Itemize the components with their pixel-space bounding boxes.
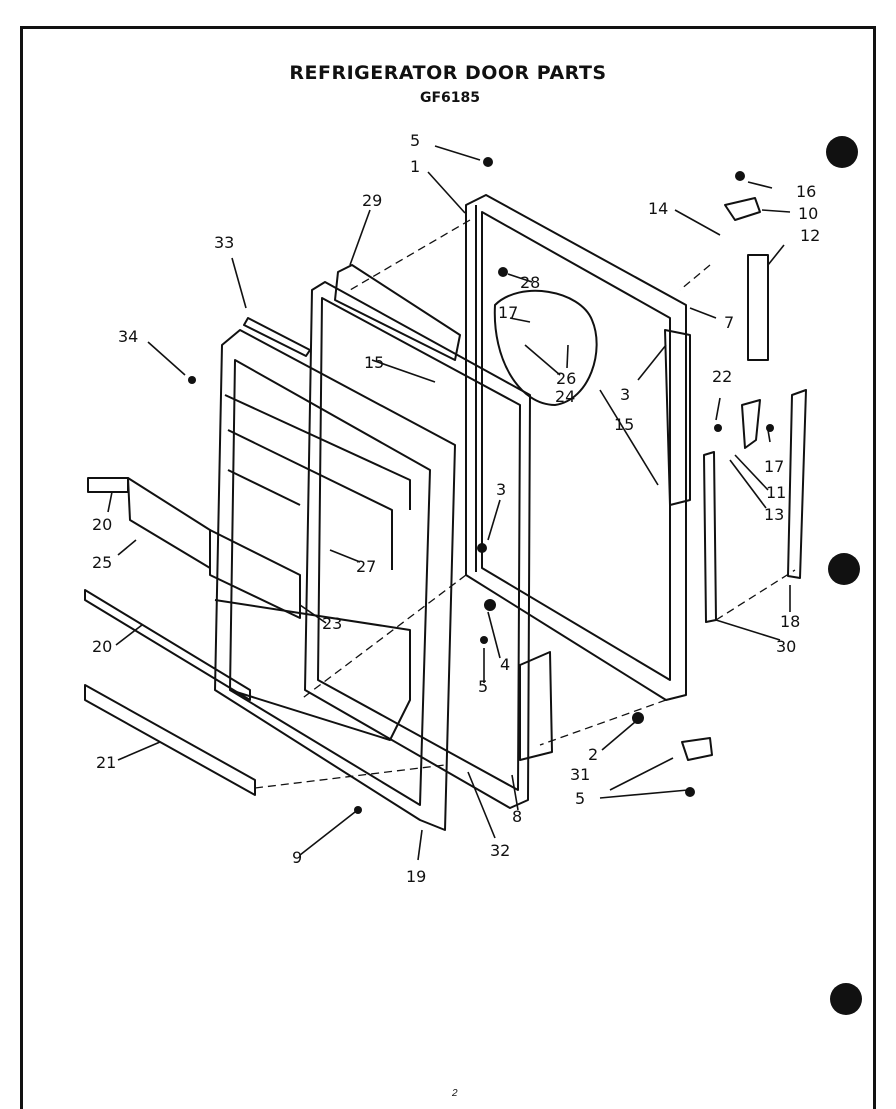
- callout-10: 10: [798, 204, 818, 223]
- callout-3-lower: 3: [496, 480, 506, 499]
- callout-15-panel: 15: [614, 415, 634, 434]
- model-number: GF6185: [420, 90, 481, 106]
- callout-4: 4: [500, 655, 510, 674]
- callout-14: 14: [648, 199, 668, 218]
- callout-32: 32: [490, 841, 510, 860]
- binder-hole-top: [826, 136, 858, 168]
- callout-22: 22: [712, 367, 732, 386]
- callout-20-upper: 20: [92, 515, 112, 534]
- callout-9: 9: [292, 848, 302, 867]
- lower-hinge-31: [681, 737, 713, 761]
- cutaway-detail: [493, 289, 598, 406]
- callout-19: 19: [406, 867, 426, 886]
- diagram-title: REFRIGERATOR DOOR PARTS: [289, 62, 607, 84]
- callout-12: 12: [800, 226, 820, 245]
- door-liner: [214, 329, 456, 831]
- handle-trim-18: [787, 389, 807, 579]
- shelf-rail-upper: [87, 477, 129, 493]
- callout-33: 33: [214, 233, 234, 252]
- handle-strip-30: [703, 451, 717, 623]
- binder-hole-bottom: [830, 983, 862, 1015]
- callout-29: 29: [362, 191, 382, 210]
- callout-27: 27: [356, 557, 376, 576]
- page-frame: [20, 26, 876, 1109]
- callout-17-handle: 17: [764, 457, 784, 476]
- callout-15-liner: 15: [364, 353, 384, 372]
- callout-11: 11: [766, 483, 786, 502]
- handle-bracket: [741, 399, 761, 449]
- callout-28: 28: [520, 273, 540, 292]
- callout-16: 16: [796, 182, 816, 201]
- callout-2: 2: [588, 745, 598, 764]
- page-number: 2: [452, 1088, 458, 1099]
- top-trim-33: [243, 317, 311, 357]
- callout-1: 1: [410, 157, 420, 176]
- callout-34: 34: [118, 327, 138, 346]
- binder-hole-middle: [828, 553, 860, 585]
- shelf-front-23: [209, 529, 301, 619]
- callout-24: 24: [555, 387, 575, 406]
- callout-23: 23: [322, 614, 342, 633]
- callout-5-top: 5: [410, 131, 420, 150]
- callout-13: 13: [764, 505, 784, 524]
- callout-31: 31: [570, 765, 590, 784]
- shelf-front-25: [127, 477, 211, 569]
- callout-25: 25: [92, 553, 112, 572]
- callout-17-detail: 17: [498, 303, 518, 322]
- callout-30: 30: [776, 637, 796, 656]
- callout-8: 8: [512, 807, 522, 826]
- callout-26: 26: [556, 369, 576, 388]
- callout-21: 21: [96, 753, 116, 772]
- callout-labels: 1 2 3 3 4 5 5 5 7 8 9 10 11 12 13 14 15 …: [92, 131, 820, 886]
- callout-18: 18: [780, 612, 800, 631]
- upper-hinge: [664, 197, 769, 506]
- callout-20-lower: 20: [92, 637, 112, 656]
- callout-5-middle: 5: [478, 677, 488, 696]
- callout-3-upper-hinge: 3: [620, 385, 630, 404]
- callout-5-bottom: 5: [575, 789, 585, 808]
- bottom-shelf-21: [84, 684, 256, 796]
- shelf-rail-lower-20: [84, 589, 251, 701]
- callout-7: 7: [724, 313, 734, 332]
- insulation-panel: [334, 264, 553, 761]
- door-gasket: [304, 281, 531, 809]
